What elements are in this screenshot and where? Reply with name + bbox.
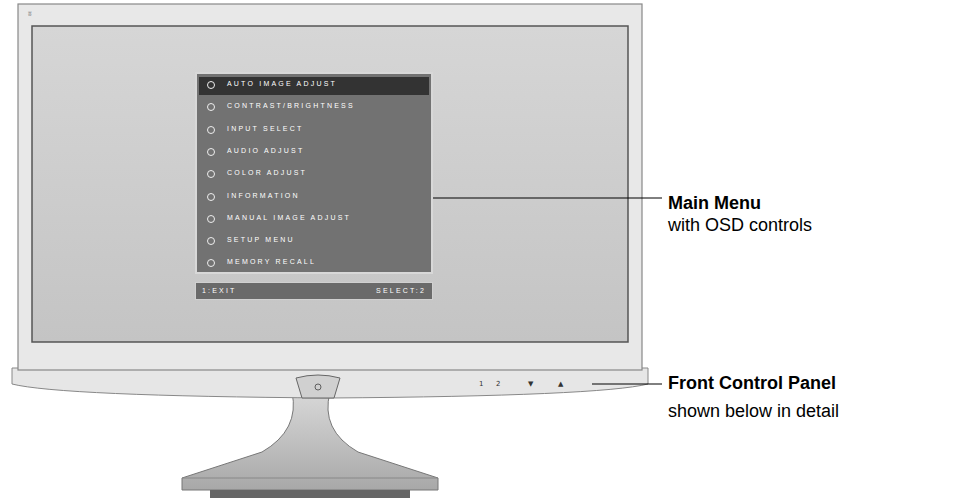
callout-text: shown below in detail: [668, 401, 839, 422]
menu-item: SETUP MENU: [227, 236, 295, 243]
button-label: 2: [496, 380, 500, 388]
button-label: 1: [479, 380, 483, 388]
menu-item: MEMORY RECALL: [227, 258, 316, 265]
menu-item: COLOR ADJUST: [227, 169, 307, 176]
menu-icon: [207, 103, 215, 111]
button-label: ▲: [558, 380, 563, 388]
button-label: ▼: [528, 380, 533, 388]
menu-icon: [207, 126, 215, 134]
menu-icon: [207, 215, 215, 223]
osd-footer-bar: 1:EXIT SELECT:2: [195, 282, 433, 300]
callout-title: Front Control Panel: [668, 373, 836, 394]
menu-item: AUDIO ADJUST: [227, 147, 304, 154]
footer-text: 1:EXIT: [202, 287, 237, 294]
osd-main-menu: AUTO IMAGE ADJUST CONTRAST/BRIGHTNESS INPU…: [195, 72, 433, 274]
menu-icon: [207, 148, 215, 156]
menu-item: CONTRAST/BRIGHTNESS: [227, 102, 355, 109]
menu-item: INPUT SELECT: [227, 125, 303, 132]
menu-item: MANUAL IMAGE ADJUST: [227, 214, 351, 221]
leader-line: [408, 198, 662, 199]
menu-item: INFORMATION: [227, 192, 300, 199]
menu-icon: [207, 170, 215, 178]
menu-icon: [207, 259, 215, 267]
menu-icon: [207, 237, 215, 245]
footer-text: SELECT:2: [376, 287, 426, 294]
callout-title: Main Menu: [668, 193, 761, 214]
callout-text: with OSD controls: [668, 215, 812, 236]
leader-line: [592, 384, 662, 385]
menu-icon: [207, 193, 215, 201]
logo-mark: ʬ: [28, 10, 32, 18]
menu-item: AUTO IMAGE ADJUST: [227, 80, 337, 87]
menu-icon: [207, 81, 215, 89]
